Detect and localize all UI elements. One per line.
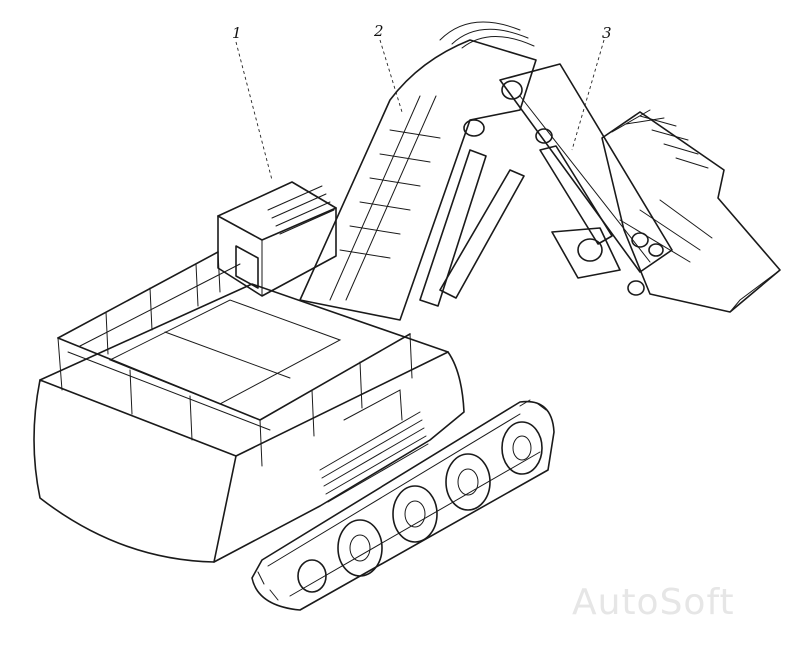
leader-lines <box>235 39 605 181</box>
deck-plates <box>108 299 342 405</box>
track-wheels <box>297 421 543 593</box>
callout-3: 3 <box>602 24 612 42</box>
stick-linkage <box>539 145 645 296</box>
callout-1: 1 <box>232 24 242 42</box>
callout-2: 2 <box>374 22 384 40</box>
leader-line-3 <box>571 39 605 151</box>
machine-body <box>33 283 465 563</box>
bucket <box>601 109 781 313</box>
stick-arm <box>499 63 673 273</box>
boom <box>299 21 537 321</box>
handrails <box>57 251 413 467</box>
watermark-text: AutoSoft <box>572 582 735 623</box>
leader-line-1 <box>235 41 273 181</box>
leader-line-2 <box>379 39 403 113</box>
crawler-track <box>251 399 555 611</box>
operator-cab <box>217 181 337 297</box>
boom-cylinders <box>419 149 525 307</box>
